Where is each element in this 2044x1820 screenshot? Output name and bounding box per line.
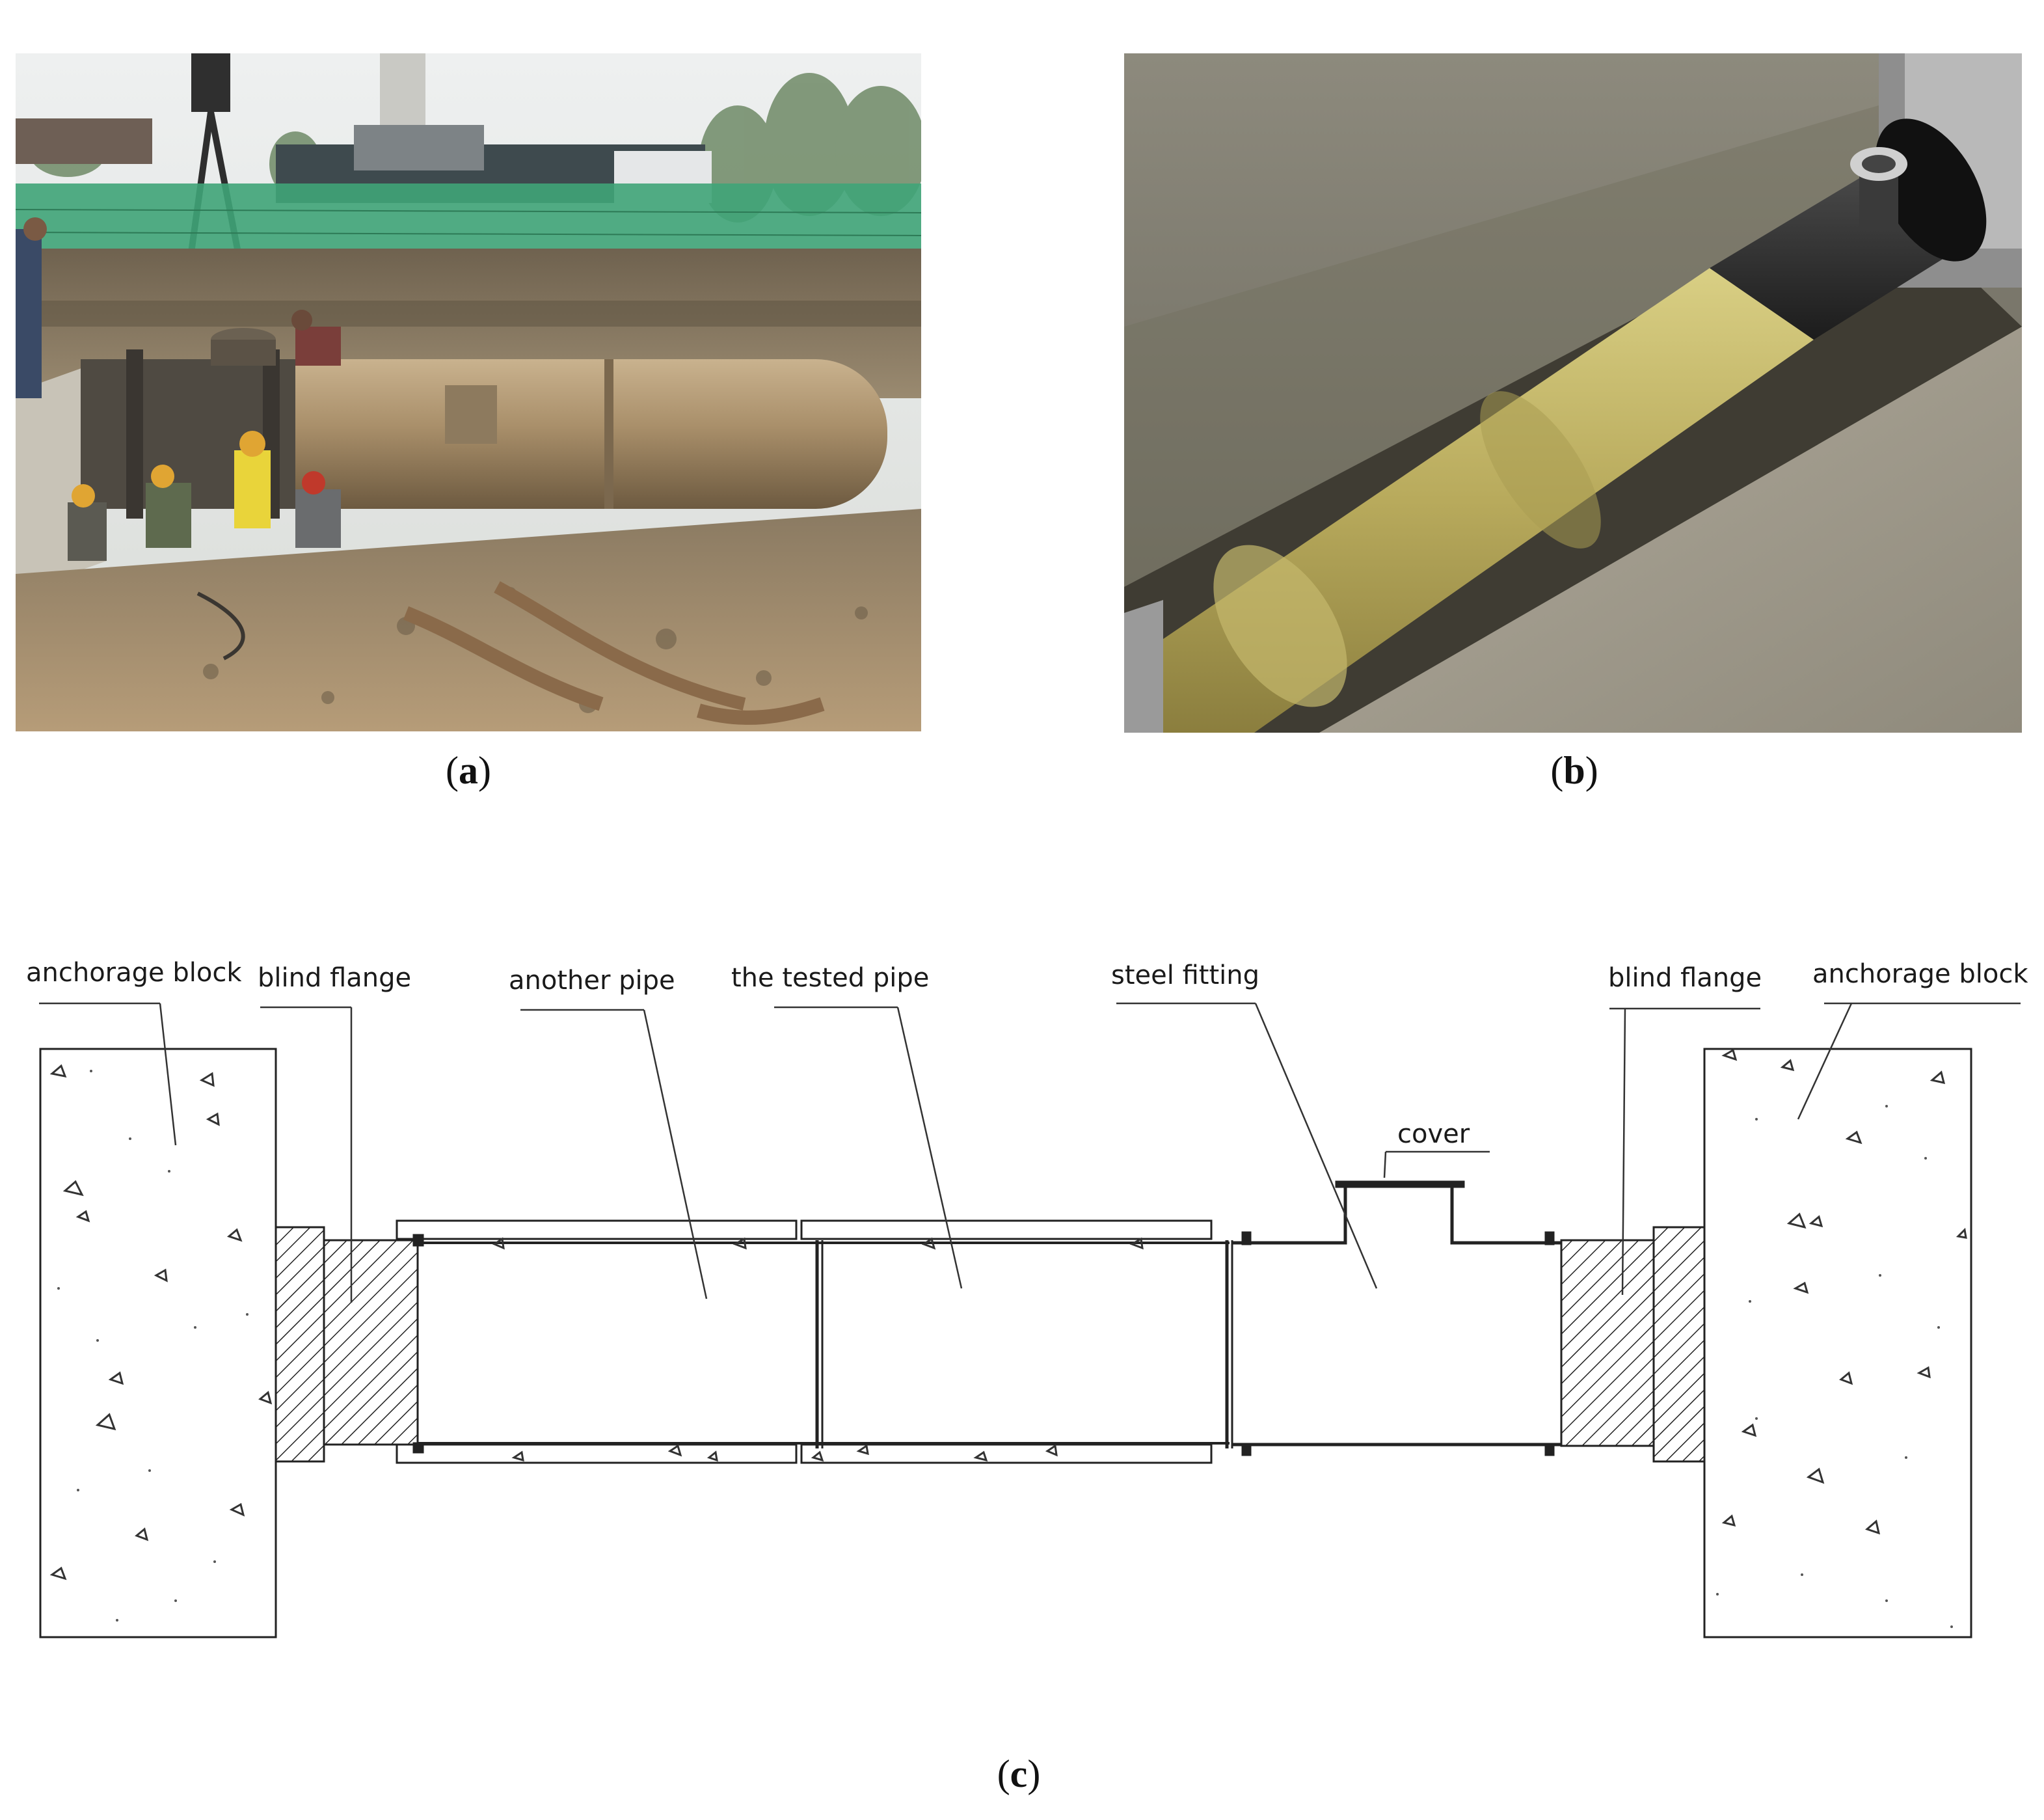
- blind-flange-right-pad: [1652, 1226, 1706, 1463]
- workers: [16, 217, 341, 561]
- test-setup-schematic: anchorage block blind flange another pip…: [0, 924, 2044, 1692]
- leader-lines: [39, 1002, 2021, 1303]
- anchorage-block-right: [1703, 1048, 1972, 1638]
- pipe-rendering: [1124, 53, 2022, 733]
- caption-a: (a): [446, 749, 491, 792]
- construction-site-illustration: [16, 53, 921, 731]
- caption-b: (b): [1550, 749, 1598, 792]
- another-pipe-top-coating: [396, 1219, 798, 1240]
- caption-a-letter: a: [459, 749, 478, 792]
- anchorage-block-left: [39, 1048, 277, 1638]
- label-cover: cover: [1397, 1119, 1470, 1149]
- concrete-dots: [57, 1070, 1953, 1628]
- blind-flange-right: [1560, 1239, 1655, 1447]
- concrete-aggregate: [49, 1048, 1967, 1581]
- label-blind-flange-left: blind flange: [258, 963, 411, 993]
- label-steel-fitting: steel fitting: [1111, 960, 1259, 990]
- blind-flange-left: [323, 1239, 419, 1446]
- caption-c: (c): [997, 1752, 1041, 1795]
- label-anchorage-block-left: anchorage block: [26, 958, 242, 988]
- blind-flange-left-pad: [275, 1226, 325, 1463]
- caption-c-letter: c: [1010, 1752, 1028, 1795]
- label-another-pipe: another pipe: [509, 966, 675, 996]
- cover-plate: [1335, 1180, 1465, 1188]
- schematic-drawing: anchorage block blind flange another pip…: [26, 958, 2028, 1638]
- another-pipe-bottom-coating: [396, 1443, 798, 1464]
- label-anchorage-block-right: anchorage block: [1812, 959, 2028, 989]
- caption-b-letter: b: [1563, 749, 1585, 792]
- label-tested-pipe: the tested pipe: [731, 963, 929, 993]
- tested-pipe-top-coating: [800, 1219, 1213, 1240]
- pipe-rendering-illustration: [1124, 53, 2022, 733]
- construction-site-photo: [16, 53, 921, 731]
- label-blind-flange-right: blind flange: [1608, 963, 1762, 993]
